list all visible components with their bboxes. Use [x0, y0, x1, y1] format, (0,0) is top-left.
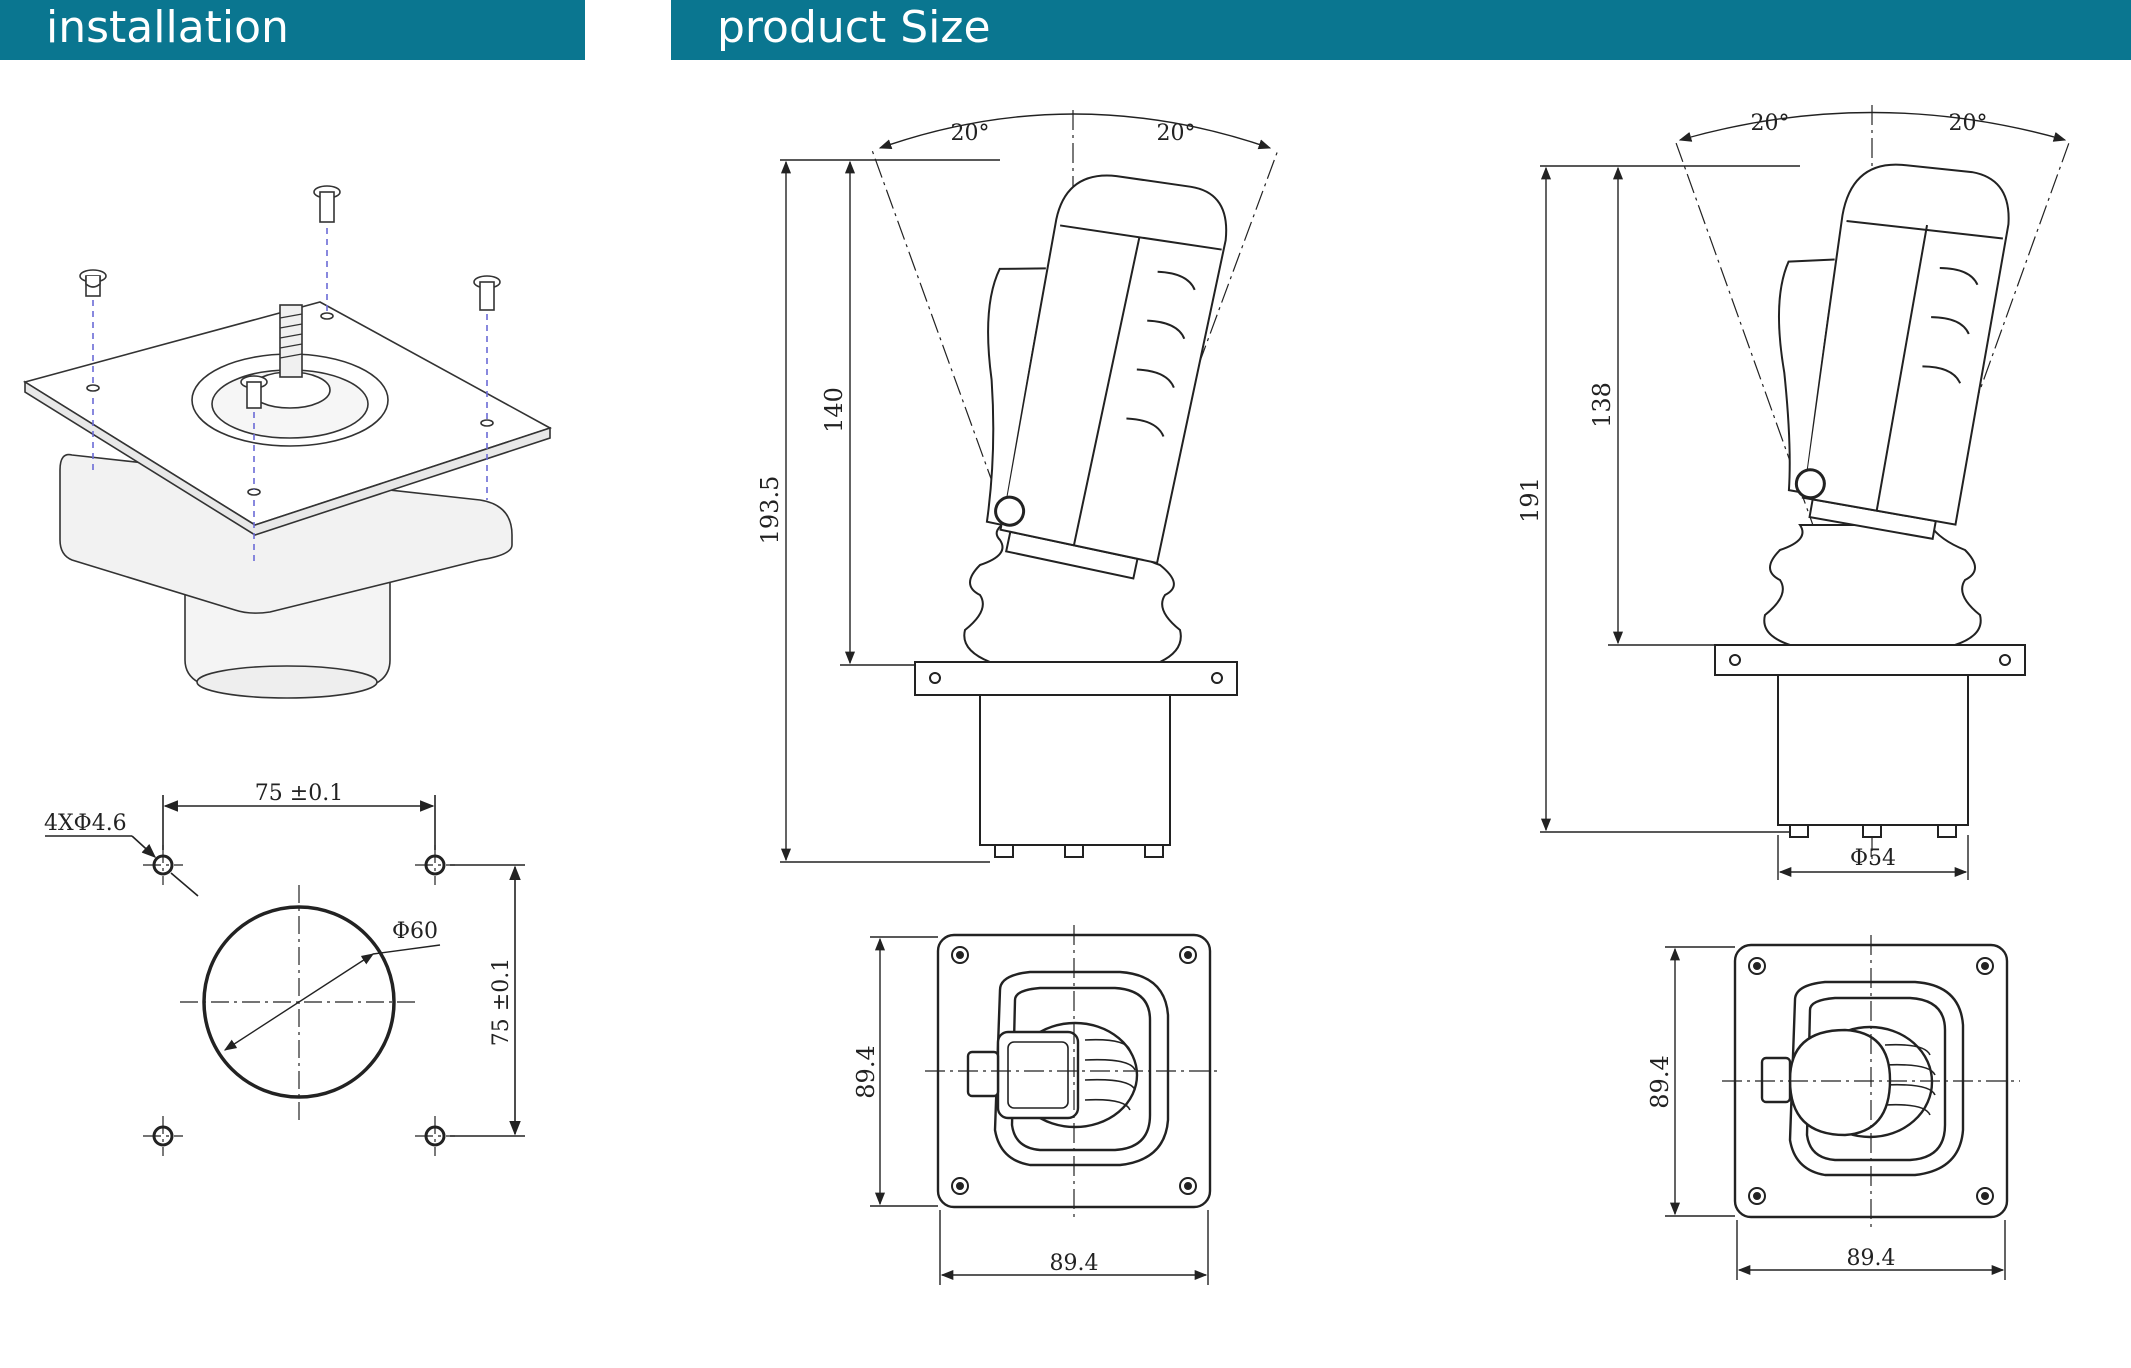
housing [979, 694, 1171, 846]
product-left-side-view [780, 110, 1279, 863]
trigger-top [966, 1050, 1000, 1098]
left-handle-height-label: 140 [820, 387, 848, 433]
mounting-flange [59, 453, 513, 614]
left-overall-height-label: 193.5 [756, 476, 784, 545]
right-handle-height-label: 138 [1588, 382, 1616, 428]
right-housing-diameter-label: Φ54 [1850, 846, 1896, 871]
screw [240, 375, 268, 409]
housing [1777, 674, 1969, 826]
right-base-depth-label: 89.4 [1646, 1055, 1674, 1108]
rubber-boot [1763, 524, 1982, 646]
plate-hole [320, 312, 334, 320]
housing-bottom [196, 665, 378, 699]
trigger-lever [985, 267, 1046, 526]
right-angle-label-a: 20° [1751, 111, 1790, 136]
center-bore-circle [202, 905, 396, 1099]
screw [313, 185, 341, 223]
mounting-plate-edge [24, 380, 551, 536]
top-button-housing [996, 1030, 1080, 1120]
grip-top [1788, 1028, 1892, 1137]
product-right-side-view [1540, 105, 2071, 880]
threaded-shaft [279, 304, 303, 378]
trigger-lever [1777, 258, 1835, 494]
product-size-banner: product Size [671, 0, 2131, 60]
isometric-installation-view [23, 185, 553, 699]
right-angle-label-b: 20° [1949, 111, 1988, 136]
handle-grip [1801, 163, 2010, 526]
left-base-width-label: 89.4 [1050, 1251, 1099, 1276]
product-left-top-view [870, 925, 1222, 1285]
installation-title: installation [46, 2, 289, 53]
flange [914, 661, 1238, 696]
left-angle-label-a: 20° [951, 121, 990, 146]
hole-spec-label: 4XΦ4.6 [44, 811, 127, 836]
installation-banner: installation [0, 0, 585, 60]
plate-hole [86, 384, 100, 392]
screw [473, 275, 501, 311]
screw [79, 269, 107, 297]
right-base-width-label: 89.4 [1847, 1246, 1896, 1271]
hole-pattern-drawing [45, 795, 525, 1156]
vertical-spacing-label: 75 ±0.1 [489, 958, 514, 1046]
pivot-bolt [1794, 468, 1826, 500]
pivot-bolt [994, 495, 1026, 527]
plate-hole [480, 419, 494, 427]
screw-alignment-lines [92, 228, 488, 565]
right-overall-height-label: 191 [1516, 477, 1544, 523]
flange [1714, 644, 2026, 676]
horizontal-spacing-label: 75 ±0.1 [255, 781, 343, 806]
trigger-top [1760, 1056, 1792, 1104]
center-diameter-label: Φ60 [392, 919, 438, 944]
product-right-top-view [1665, 935, 2020, 1280]
left-angle-label-b: 20° [1157, 121, 1196, 146]
product-size-title: product Size [717, 2, 991, 53]
left-base-depth-label: 89.4 [852, 1045, 880, 1098]
